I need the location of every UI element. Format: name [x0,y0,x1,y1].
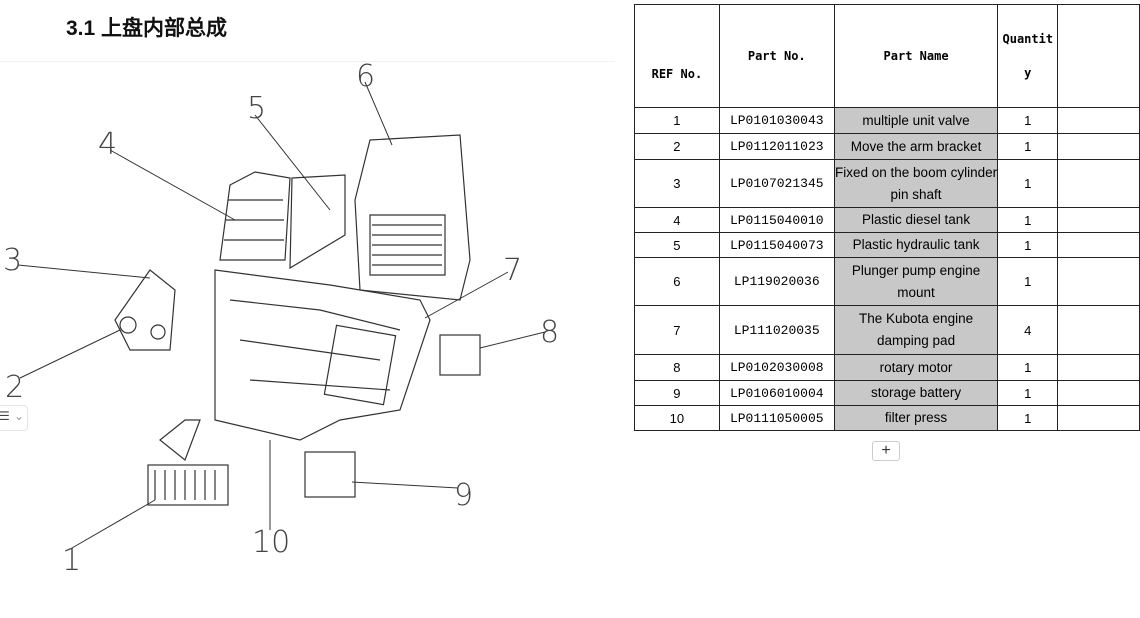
callout-8: 8 [540,315,559,350]
part-name-cell: The Kubota engine damping pad [833,305,999,355]
part-name-cell: Plastic diesel tank [833,207,999,233]
part-no-cell: LP0115040010 [718,207,835,233]
part-no-cell: LP111020035 [718,305,835,355]
align-icon[interactable]: ☰ [0,409,10,423]
part-no-cell: LP0115040073 [718,232,835,258]
frame-part [214,269,431,441]
valve [147,464,229,506]
part-name-cell: rotary motor [833,354,999,381]
callout-1: 1 [62,543,81,578]
callout-4: 4 [98,127,117,162]
quantity-cell: 1 [997,207,1059,233]
frame-part [323,324,397,406]
diesel-tank [224,199,284,241]
quantity-cell: 4 [997,305,1059,355]
callout-7: 7 [503,253,522,288]
header-part-name: Part Name [833,4,999,108]
ref-cell: 7 [634,305,720,355]
quantity-cell: 1 [997,133,1059,160]
part-name-cell: Fixed on the boom cylinder pin shaft [833,159,999,208]
empty-cell [1057,257,1140,306]
header-empty [1057,4,1140,108]
callout-2: 2 [5,370,24,405]
add-row-button[interactable]: + [872,441,900,461]
callout-6: 6 [356,59,375,94]
quantity-cell: 1 [997,159,1059,208]
part-no-cell: LP0102030008 [718,354,835,381]
battery [304,451,356,498]
engine-part [369,214,446,276]
ref-cell: 9 [634,380,720,406]
callout-9: 9 [454,478,473,513]
ref-cell: 5 [634,232,720,258]
ref-cell: 8 [634,354,720,381]
empty-cell [1057,380,1140,406]
part-name-cell: storage battery [833,380,999,406]
empty-cell [1057,159,1140,208]
ref-cell: 1 [634,107,720,134]
ref-cell: 6 [634,257,720,306]
image-toolbar[interactable]: ☰ ⌄ [0,405,28,431]
part-no-cell: LP119020036 [718,257,835,306]
part-no-cell: LP0111050005 [718,405,835,431]
divider [0,61,615,62]
part-name-cell: Plastic hydraulic tank [833,232,999,258]
part-name-cell: Plunger pump engine mount [833,257,999,306]
part-no-cell: LP0101030043 [718,107,835,134]
chevron-down-icon[interactable]: ⌄ [14,409,25,423]
empty-cell [1057,405,1140,431]
empty-cell [1057,305,1140,355]
rotary-motor [439,334,481,376]
hydraulic-tank [289,174,346,270]
ref-cell: 3 [634,159,720,208]
ref-cell: 2 [634,133,720,160]
part-no-cell: LP0112011023 [718,133,835,160]
frame-part [229,299,401,391]
quantity-cell: 1 [997,107,1059,134]
header-part-no: Part No. [718,4,835,108]
section-title: 3.1 上盘内部总成 [66,17,228,40]
quantity-cell: 1 [997,232,1059,258]
ref-cell: 10 [634,405,720,431]
callout-3: 3 [3,243,22,278]
part-no-cell: LP0107021345 [718,159,835,208]
assembly-drawing: 6 5 4 3 2 7 8 9 10 1 [3,59,559,578]
part-name-cell: multiple unit valve [833,107,999,134]
diesel-tank [219,171,291,261]
part-name-cell: filter press [833,405,999,431]
empty-cell [1057,133,1140,160]
quantity-cell: 1 [997,354,1059,381]
arm-bracket [114,269,176,351]
empty-cell [1057,107,1140,134]
header-quantity: Quantit y [997,4,1059,108]
empty-cell [1057,207,1140,233]
header-ref: REF No. [634,4,720,108]
callout-10: 10 [252,525,290,560]
ref-cell: 4 [634,207,720,233]
table-header-row: REF No. Part No. Part Name Quantit y [634,4,1140,108]
quantity-cell: 1 [997,405,1059,431]
quantity-cell: 1 [997,380,1059,406]
part-no-cell: LP0106010004 [718,380,835,406]
part-name-cell: Move the arm bracket [833,133,999,160]
empty-cell [1057,232,1140,258]
quantity-cell: 1 [997,257,1059,306]
engine-part [354,134,471,301]
empty-cell [1057,354,1140,381]
callout-5: 5 [247,91,266,126]
